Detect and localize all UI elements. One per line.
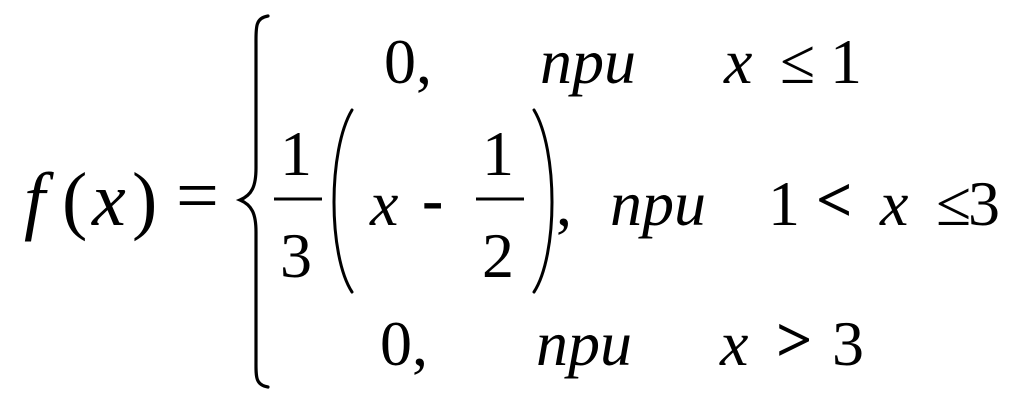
case2-frac2-denominator: 2 bbox=[482, 220, 514, 291]
function-name: f bbox=[24, 158, 46, 242]
big-close-paren bbox=[532, 108, 554, 294]
case2-cond-word: npu bbox=[610, 168, 706, 239]
case2-variable-right: x bbox=[880, 168, 909, 239]
case2-frac1-denominator: 3 bbox=[280, 220, 312, 291]
case3-gt-operator: > bbox=[776, 304, 813, 375]
big-open-paren bbox=[332, 108, 354, 294]
case2-variable: x bbox=[370, 168, 399, 239]
case2-left-value: 1 bbox=[768, 168, 800, 239]
case2-comma: , bbox=[556, 168, 572, 239]
case3-value: 0, bbox=[380, 308, 428, 379]
case1-right-value: 1 bbox=[830, 26, 862, 97]
case2-frac1-numerator: 1 bbox=[280, 118, 312, 189]
case1-value: 0, bbox=[384, 26, 432, 97]
case3-cond-word: npu bbox=[536, 308, 632, 379]
equals-sign: = bbox=[176, 154, 219, 238]
case3-right-value: 3 bbox=[832, 308, 864, 379]
case2-frac2-numerator: 1 bbox=[482, 118, 514, 189]
lhs-open-paren: ( bbox=[62, 158, 88, 242]
case2-leq-operator: ≤ bbox=[936, 168, 972, 239]
lhs-variable: x bbox=[92, 158, 126, 242]
left-curly-brace bbox=[235, 14, 270, 389]
lhs-close-paren: ) bbox=[132, 158, 158, 242]
case2-right-value: 3 bbox=[968, 168, 1000, 239]
case1-variable: x bbox=[724, 26, 753, 97]
case2-lt-operator: < bbox=[816, 164, 853, 235]
case1-cond-word: npu bbox=[540, 26, 636, 97]
case3-variable: x bbox=[720, 308, 749, 379]
case2-minus-sign: - bbox=[422, 164, 444, 235]
case1-leq-operator: ≤ bbox=[780, 26, 816, 97]
